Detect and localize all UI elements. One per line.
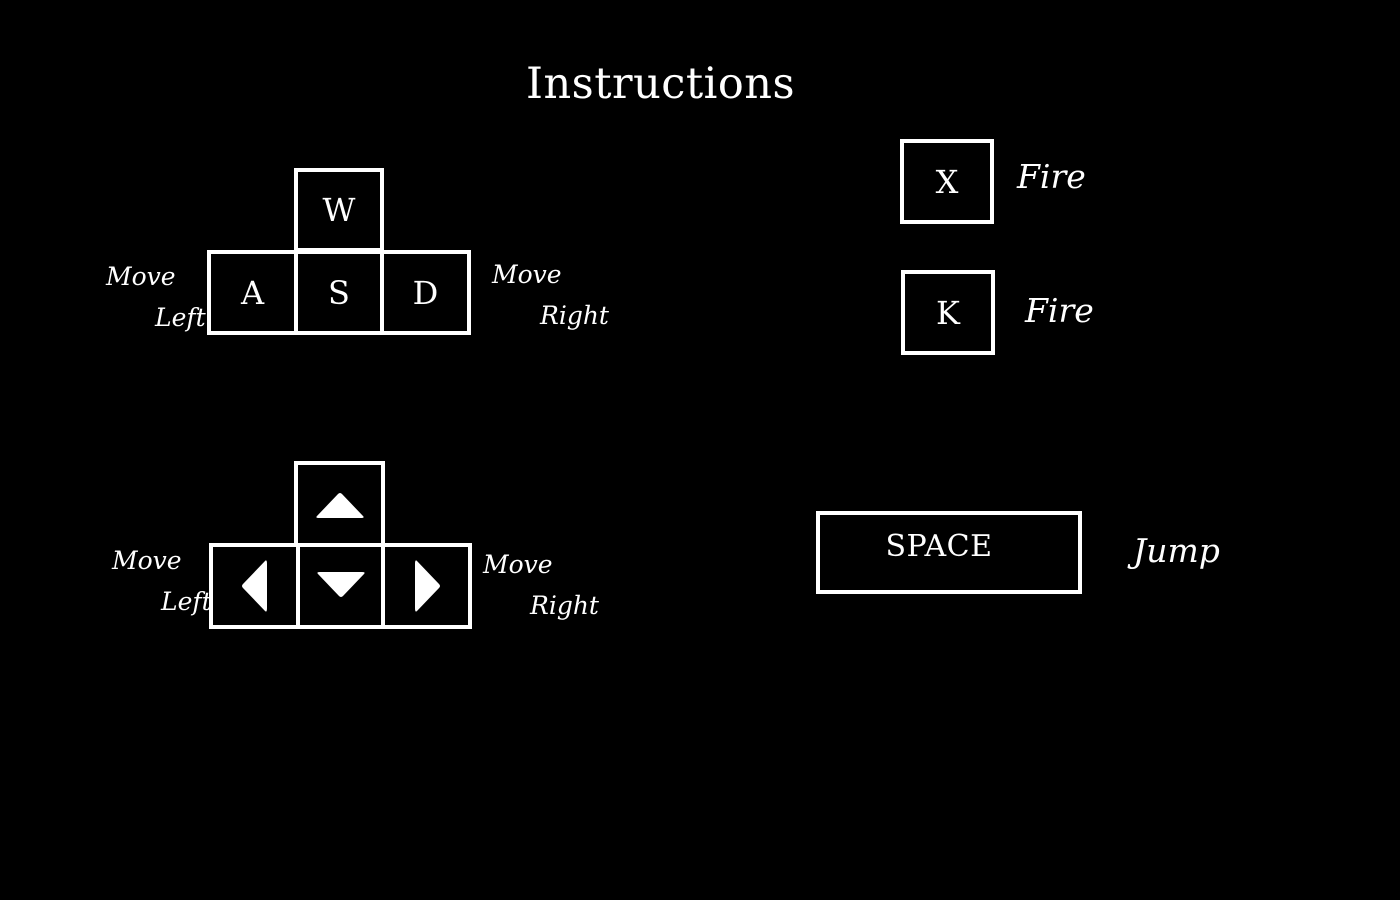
key-arrow-left [209,543,300,629]
key-a: A [207,250,298,335]
arrow-down-icon [317,572,365,597]
wasd-move-right-label-line1: Move [492,260,562,289]
key-s: S [294,250,384,335]
arrow-right-icon [414,560,440,612]
arrows-move-right-label-line2: Right [530,591,599,620]
key-arrow-right [381,543,472,629]
wasd-move-left-label-line1: Move [106,262,176,291]
arrows-move-right-label-line1: Move [483,550,553,579]
fire-x-label: Fire [1017,157,1086,196]
arrow-up-icon [315,493,364,518]
key-space: SPACE [816,511,1082,594]
key-d: D [380,250,471,335]
arrows-move-left-label-line2: Left [161,587,212,616]
key-arrow-up [294,461,385,547]
fire-k-label: Fire [1025,291,1094,330]
arrows-move-left-label-line1: Move [112,546,182,575]
key-x: X [900,139,994,224]
jump-label: Jump [1133,531,1220,570]
key-arrow-down [296,543,386,629]
wasd-move-left-label-line2: Left [155,303,206,332]
wasd-move-right-label-line2: Right [540,301,609,330]
arrow-left-icon [241,560,267,612]
instructions-title: Instructions [526,59,796,109]
key-k: K [901,270,995,355]
key-w: W [294,168,384,252]
